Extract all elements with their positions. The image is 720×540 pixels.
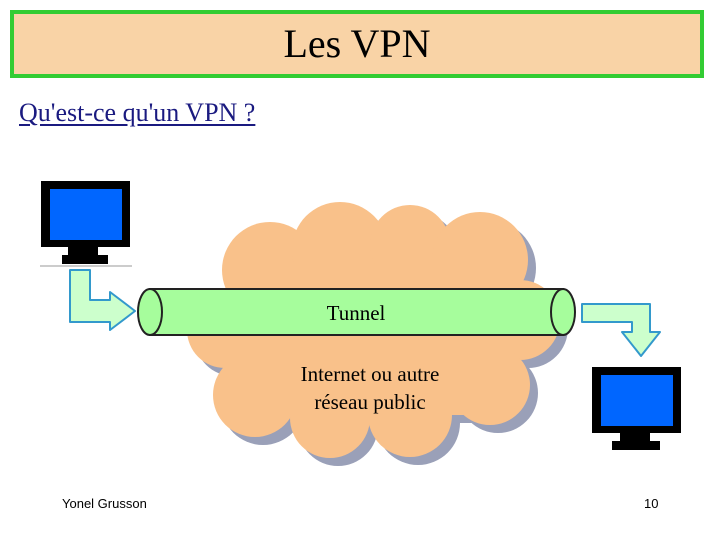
tunnel-pipe: Tunnel [137, 288, 576, 336]
footer-author: Yonel Grusson [62, 496, 147, 511]
page-number: 10 [644, 496, 659, 511]
slide-subtitle: Qu'est-ce qu'un VPN ? [19, 98, 256, 127]
arrow-icon [581, 303, 661, 357]
computer-monitor-icon [592, 367, 681, 450]
cloud-label-line2: réseau public [314, 390, 425, 414]
cloud-label-line1: Internet ou autre [301, 362, 440, 386]
title-banner: Les VPN [10, 10, 704, 78]
slide-title: Les VPN [283, 21, 431, 66]
tunnel-label: Tunnel [327, 301, 386, 325]
computer-monitor-icon [40, 181, 132, 267]
arrow-icon [69, 269, 136, 331]
